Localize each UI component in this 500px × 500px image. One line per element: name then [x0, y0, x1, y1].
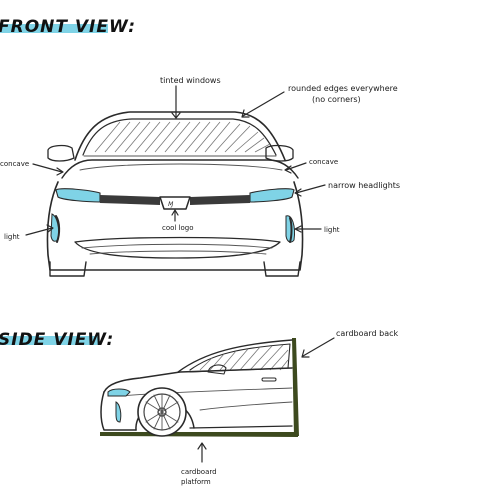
side-view-heading-highlight [0, 336, 98, 345]
hood-outline [61, 159, 299, 179]
arrow-cardboard-back [302, 337, 335, 357]
cardboard-platform [100, 432, 298, 437]
arrow-light-left [25, 227, 53, 236]
front-view-annotations: tinted windows rounded edges everywhere … [0, 76, 400, 241]
windshield-hatching [94, 121, 271, 153]
side-rocker-line [189, 425, 293, 429]
side-view-car [100, 338, 299, 437]
left-light-bar [100, 195, 160, 205]
side-view-heading: SIDE VIEW: [0, 330, 114, 350]
side-marker-light [115, 401, 122, 423]
right-front-tire [263, 261, 301, 277]
label-rounded-edges-2: (no corners) [312, 95, 361, 104]
label-rounded-edges-1: rounded edges everywhere [288, 84, 398, 93]
arrow-rounded-edges [242, 91, 285, 117]
left-mirror [47, 144, 75, 162]
label-tinted-windows: tinted windows [160, 76, 221, 85]
label-cardboard-2: platform [181, 478, 211, 486]
side-nose-outline [100, 391, 137, 431]
front-logo-badge [159, 196, 191, 210]
windshield-outline [82, 118, 277, 156]
wheel-spokes [145, 393, 179, 431]
label-cardboard-back: cardboard back [336, 329, 399, 338]
label-narrow-headlights: narrow headlights [328, 181, 400, 190]
label-cool-logo: cool logo [162, 224, 194, 232]
label-cardboard-1: cardboard [181, 468, 217, 476]
door-handle [261, 377, 277, 382]
label-light-right: light [324, 226, 340, 234]
front-view-car: Ɱ [46, 111, 304, 277]
side-window-outline [189, 343, 291, 373]
roof-outline [74, 111, 286, 161]
right-light-bar [190, 195, 250, 205]
arrow-concave-right [285, 162, 307, 171]
front-view-heading: FRONT VIEW: [0, 17, 136, 37]
side-view-annotations: cardboard back cardboard platform [181, 329, 399, 486]
front-body-outline [46, 181, 304, 271]
arrow-concave-left [32, 163, 63, 173]
label-concave-left: concave [0, 160, 29, 168]
cardboard-back [292, 338, 299, 436]
label-concave-right: concave [309, 158, 338, 166]
right-headlight [249, 188, 295, 203]
label-light-left: light [4, 233, 20, 241]
left-front-tire [49, 261, 87, 277]
lower-intake [74, 236, 281, 259]
arrow-narrow-headlights [295, 184, 326, 194]
side-roof-line [177, 339, 293, 373]
left-headlight [55, 188, 101, 203]
front-logo-mark: Ɱ [168, 201, 174, 208]
side-mirror [207, 364, 227, 375]
side-hood-line [103, 367, 293, 393]
side-headlight [107, 388, 131, 397]
front-view-heading-highlight [0, 24, 108, 33]
